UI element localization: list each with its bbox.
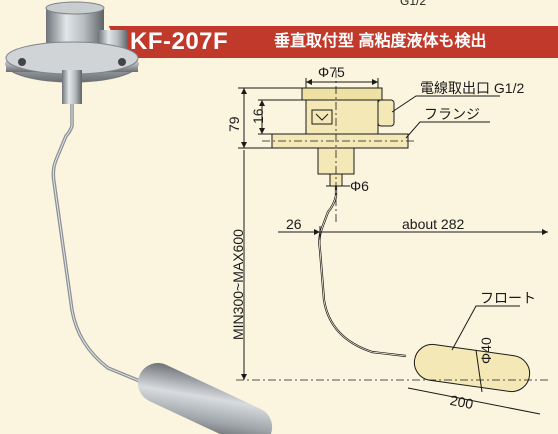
photo-float bbox=[137, 363, 273, 434]
dim-length-range: MIN300~MAX600 bbox=[230, 229, 246, 340]
dim-flange-diameter: Φ75 bbox=[318, 64, 345, 80]
callout-flange: フランジ bbox=[424, 106, 480, 122]
callout-float: フロート bbox=[480, 290, 536, 306]
dim-height-79: 79 bbox=[226, 116, 242, 132]
leader-cable-outlet bbox=[391, 95, 500, 113]
model-code: KF-207F bbox=[130, 28, 229, 55]
dim-height-16: 16 bbox=[250, 108, 266, 124]
callout-cable-outlet: 電線取出口 G1/2 bbox=[420, 80, 525, 96]
drawing-flange bbox=[271, 133, 409, 149]
dim-rod-diameter: Φ6 bbox=[350, 178, 369, 194]
drawing-float bbox=[413, 343, 531, 393]
model-description: 垂直取付型 高粘度液体も検出 bbox=[274, 33, 487, 50]
drawing-rod bbox=[318, 186, 407, 358]
product-photo bbox=[5, 1, 273, 434]
dim-offset-26: 26 bbox=[286, 216, 302, 232]
top-text-fragment: G1/2 bbox=[400, 0, 427, 8]
dim-float-diameter: Φ40 bbox=[478, 337, 494, 364]
dim-about-282: about 282 bbox=[402, 216, 465, 232]
photo-housing bbox=[46, 6, 104, 46]
leader-float bbox=[451, 305, 520, 351]
leader-flange bbox=[405, 121, 490, 139]
